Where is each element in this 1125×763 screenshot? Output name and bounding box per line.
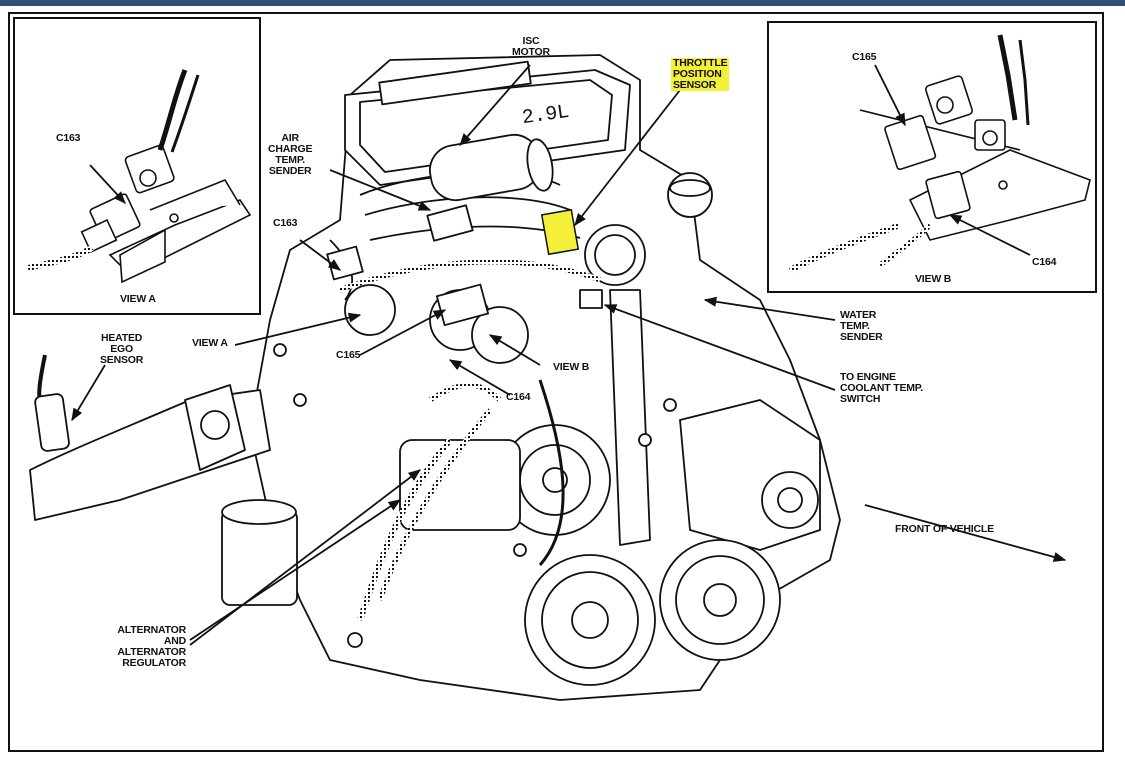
view-b-connector-top-label: C165 (852, 51, 877, 63)
view-a-connector-label: C163 (56, 132, 81, 144)
view-a-caption: VIEW A (120, 293, 156, 305)
throttle-position-sensor-highlight (540, 208, 580, 256)
view-a-callout-label: VIEW A (192, 337, 228, 349)
c164-main-label: C164 (506, 391, 531, 403)
front-of-vehicle-label: FRONT OF VEHICLE (895, 523, 994, 535)
air-charge-temp-sender-label: AIR CHARGE TEMP. SENDER (268, 132, 313, 177)
view-b-connector-bottom-label: C164 (1032, 256, 1057, 268)
coolant-temp-switch-label: TO ENGINE COOLANT TEMP. SWITCH (840, 371, 923, 405)
alternator-regulator-label: ALTERNATOR AND ALTERNATOR REGULATOR (117, 624, 186, 669)
view-b-drawing (788, 34, 1091, 273)
view-b-inset (767, 21, 1097, 293)
engine-badge: 2.9L (520, 100, 571, 131)
window-top-bar (0, 0, 1125, 6)
heated-ego-sensor-label: HEATED EGO SENSOR (100, 332, 144, 366)
view-b-callout-label: VIEW B (553, 361, 590, 373)
view-a-drawing (27, 69, 252, 284)
water-temp-sender-label: WATER TEMP. SENDER (840, 309, 883, 343)
leader-lines (71, 64, 1067, 646)
c165-main-label: C165 (336, 349, 361, 361)
engine-drawing (29, 54, 841, 701)
c163-main-label: C163 (273, 217, 298, 229)
throttle-position-sensor-label: THROTTLE POSITION SENSOR (671, 57, 730, 91)
view-b-caption: VIEW B (915, 273, 952, 285)
